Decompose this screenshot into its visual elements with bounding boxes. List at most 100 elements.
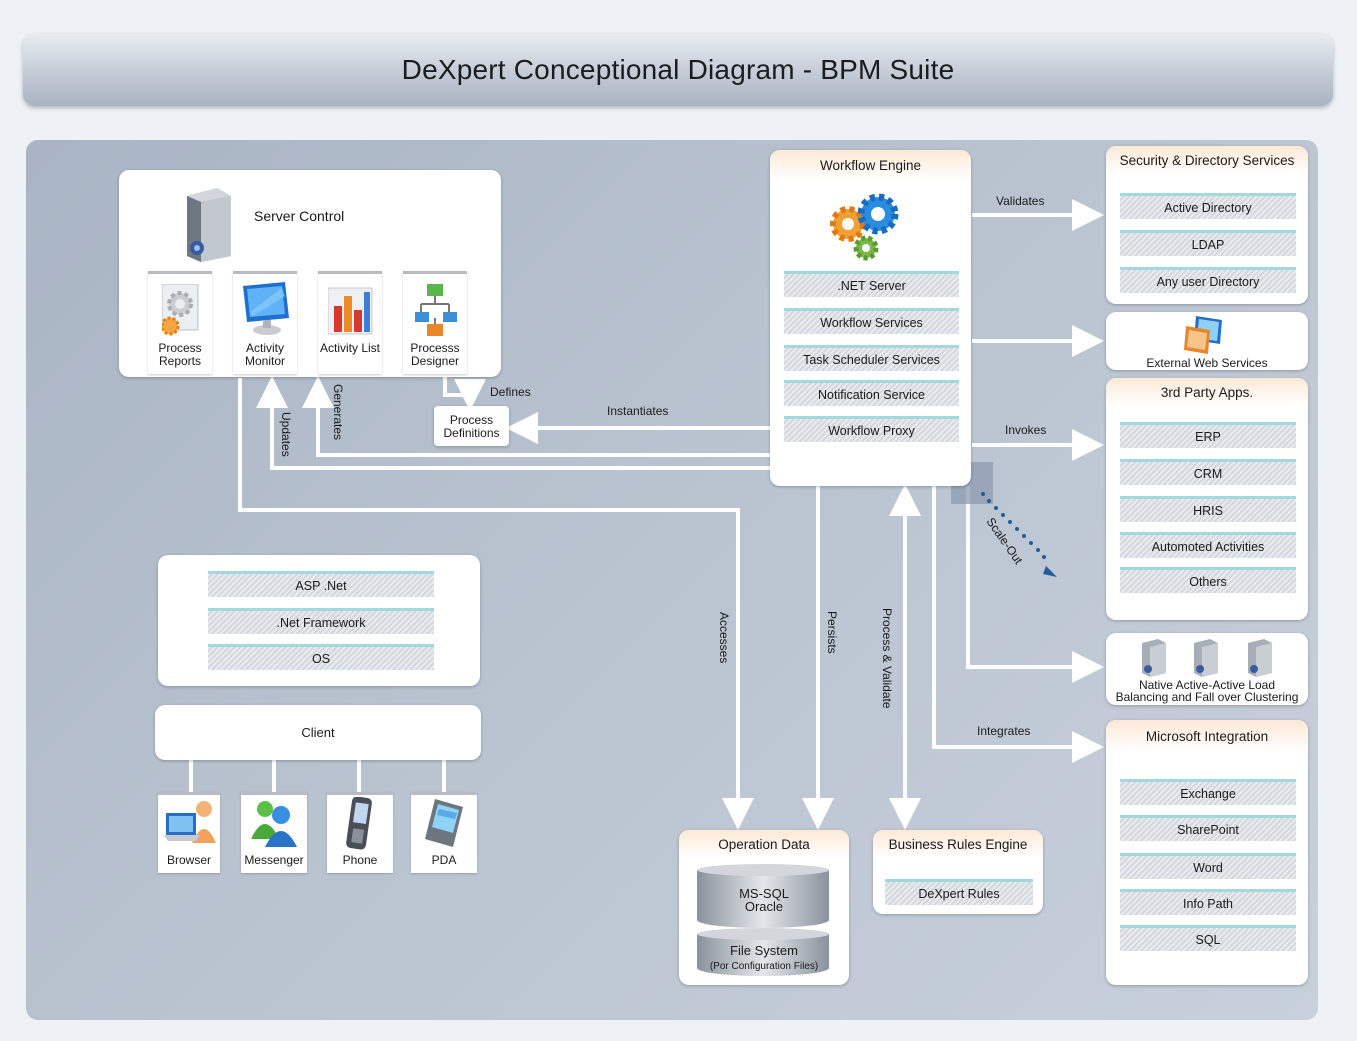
- process-definitions-box: Process Definitions: [434, 406, 509, 446]
- tool-label-line1: Processs: [410, 341, 460, 355]
- generates-label: Generates: [331, 384, 345, 441]
- server-icon: [187, 188, 231, 262]
- client-title: Client: [301, 725, 335, 740]
- phone-icon: [346, 797, 372, 850]
- cluster-server-icon: [1248, 639, 1272, 677]
- updates-label: Updates: [279, 412, 293, 457]
- device-label: Browser: [166, 853, 211, 867]
- clustering-line1: Native Active-Active Load: [1138, 678, 1276, 692]
- process-definitions-line1: Process: [449, 413, 494, 427]
- tool-label-line1: Activity List: [319, 341, 380, 355]
- third-party-panel: 3rd Party Apps. ERP CRM HRIS Automoted A…: [1106, 378, 1308, 620]
- browser-user-icon: [164, 801, 216, 843]
- pda-icon: [425, 799, 463, 847]
- engine-workflow-proxy: Workflow Proxy: [784, 416, 959, 442]
- tool-process-reports[interactable]: Process Reports: [148, 271, 212, 374]
- third-party-item-crm: CRM: [1120, 459, 1296, 485]
- stack-item-asp-net: ASP .Net: [208, 571, 434, 597]
- device-label: PDA: [431, 853, 457, 867]
- stack-item-os: OS: [208, 644, 434, 670]
- third-party-item-others: Others: [1120, 567, 1296, 593]
- validates-label: Validates: [996, 194, 1045, 208]
- monitor-icon: [243, 282, 289, 335]
- bar-chart-icon: [328, 287, 373, 335]
- external-web-services-panel: External Web Services: [1106, 312, 1308, 370]
- stack-item-net-framework: .Net Framework: [208, 608, 434, 634]
- process-validate-label: Process & Validate: [880, 608, 894, 709]
- tool-label-line1: Activity: [245, 341, 284, 355]
- device-label: Phone: [342, 853, 378, 867]
- server-control-title: Server Control: [254, 208, 345, 224]
- accesses-arrow: [238, 378, 754, 830]
- fs-line1: File System: [730, 943, 798, 958]
- operation-data-panel: Operation Data MS-SQL Oracle File System…: [679, 830, 849, 985]
- tool-label-line2: Monitor: [244, 354, 285, 368]
- business-rules-title: Business Rules Engine: [873, 830, 1043, 858]
- engine-task-scheduler: Task Scheduler Services: [784, 345, 959, 371]
- db-line2: Oracle: [744, 899, 784, 914]
- clustering-arrow: [966, 486, 1104, 683]
- integrates-arrow: [932, 486, 1104, 763]
- tool-process-designer[interactable]: Processs Designer: [403, 271, 467, 374]
- db-line1: MS-SQL: [739, 886, 789, 901]
- device-label: Messenger: [244, 853, 304, 867]
- scale-out-arrow: [981, 492, 1057, 577]
- tool-activity-list[interactable]: Activity List: [318, 271, 382, 374]
- cluster-server-icon: [1194, 639, 1218, 677]
- third-party-item-automoted-activities: Automoted Activities: [1120, 532, 1296, 558]
- workflow-engine-panel: Workflow Engine .NET Server Workflow Ser…: [770, 150, 971, 486]
- security-title: Security & Directory Services: [1106, 146, 1308, 174]
- device-pda[interactable]: PDA: [411, 792, 477, 873]
- integrates-label: Integrates: [977, 724, 1031, 738]
- microsoft-item-info-path: Info Path: [1120, 889, 1296, 915]
- third-party-item-erp: ERP: [1120, 422, 1296, 448]
- web-services-icon: [1184, 316, 1222, 354]
- engine-notification-service: Notification Service: [784, 380, 959, 406]
- operation-data-title: Operation Data: [679, 830, 849, 858]
- workflow-engine-title: Workflow Engine: [770, 150, 971, 180]
- third-party-title: 3rd Party Apps.: [1106, 378, 1308, 406]
- client-panel: Client: [155, 705, 481, 760]
- microsoft-title: Microsoft Integration: [1106, 720, 1308, 752]
- platform-stack-panel: ASP .Net .Net Framework OS: [158, 555, 480, 686]
- business-rules-item: DeXpert Rules: [885, 879, 1033, 905]
- security-item-active-directory: Active Directory: [1120, 193, 1296, 219]
- page-title: DeXpert Conceptional Diagram - BPM Suite: [401, 54, 955, 85]
- security-panel: Security & Directory Services Active Dir…: [1106, 146, 1308, 304]
- third-party-item-hris: HRIS: [1120, 496, 1296, 522]
- title-bar: DeXpert Conceptional Diagram - BPM Suite: [23, 34, 1333, 106]
- accesses-label: Accesses: [717, 612, 731, 664]
- clustering-line2: Balancing and Fall over Clustering: [1115, 690, 1299, 704]
- microsoft-panel: Microsoft Integration Exchange SharePoin…: [1106, 720, 1308, 985]
- device-messenger[interactable]: Messenger: [241, 792, 307, 873]
- messenger-icon: [251, 801, 297, 847]
- generates-arrow: [302, 376, 770, 457]
- microsoft-item-word: Word: [1120, 853, 1296, 879]
- server-control-panel: Server Control Process Reports Activity …: [119, 170, 501, 377]
- updates-arrow: [256, 376, 770, 470]
- process-definitions-line2: Definitions: [443, 426, 500, 440]
- tool-label-line2: Reports: [158, 354, 202, 368]
- defines-label: Defines: [490, 385, 531, 399]
- device-browser[interactable]: Browser: [158, 792, 220, 873]
- tool-label-line2: Designer: [410, 354, 460, 368]
- gears-icon: [830, 193, 899, 261]
- engine-net-server: .NET Server: [784, 271, 959, 297]
- business-rules-panel: Business Rules Engine DeXpert Rules: [873, 830, 1043, 914]
- tool-label-line1: Process: [158, 341, 202, 355]
- gear-report-icon: [162, 284, 199, 336]
- persists-label: Persists: [825, 611, 839, 654]
- microsoft-item-exchange: Exchange: [1120, 779, 1296, 805]
- device-phone[interactable]: Phone: [327, 792, 393, 873]
- instantiates-label: Instantiates: [607, 404, 669, 418]
- invokes-label: Invokes: [1005, 423, 1047, 437]
- microsoft-item-sharepoint: SharePoint: [1120, 815, 1296, 841]
- microsoft-item-sql: SQL: [1120, 925, 1296, 951]
- flow-designer-icon: [415, 284, 457, 336]
- tool-activity-monitor[interactable]: Activity Monitor: [233, 271, 297, 374]
- cluster-server-icon: [1142, 639, 1166, 677]
- engine-workflow-services: Workflow Services: [784, 308, 959, 334]
- fs-line2: (Por Configuration Files): [709, 961, 819, 972]
- clustering-panel: Native Active-Active Load Balancing and …: [1106, 633, 1308, 705]
